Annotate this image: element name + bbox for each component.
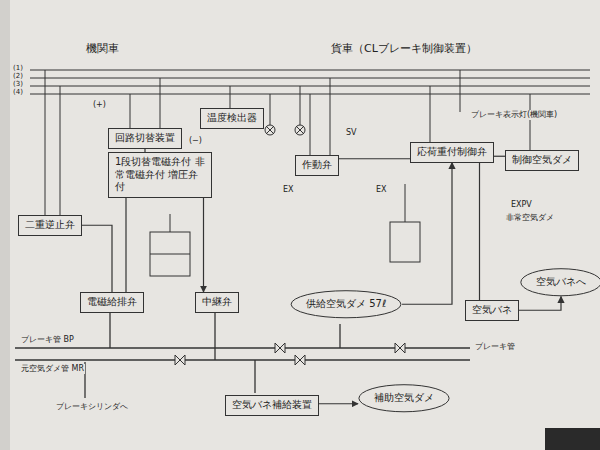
binder-edge: [545, 428, 600, 450]
part-label: ブレーキ表示灯(機関車): [470, 110, 558, 120]
component-box: 温度検出器: [200, 108, 264, 129]
part-label: EX: [282, 185, 295, 195]
component-name: 作動弁: [302, 159, 332, 172]
part-label: (4): [12, 88, 24, 96]
component-box: 回路切替装置: [108, 128, 182, 149]
component-name: 空気バネへ: [536, 276, 586, 289]
reservoir-oval: 空気バネへ: [520, 268, 600, 297]
component-name: 温度検出器: [207, 112, 257, 125]
part-label: 非常空気ダメ: [505, 213, 555, 223]
reservoir-oval: 補助空気ダメ: [358, 384, 450, 413]
component-name: 中継弁: [202, 296, 232, 309]
component-name: 補助空気ダメ: [374, 392, 434, 405]
pipe-connector: [479, 163, 480, 301]
component-box: 電磁給排弁: [80, 292, 144, 313]
reservoir-oval: 供給空気ダメ 57ℓ: [290, 290, 402, 319]
part-label: EXPV: [510, 200, 533, 210]
part-label: ブレーキ管 BP: [20, 335, 75, 345]
part-label: EX: [375, 185, 388, 195]
component-box: 応荷重付制御弁: [410, 142, 494, 163]
component-box: 制御空気ダメ: [505, 150, 579, 171]
component-box: 中継弁: [195, 292, 239, 313]
pipe-connector: [82, 225, 112, 292]
page-margin: [0, 0, 10, 450]
section-heading: 貨車（CLブレーキ制御装置）: [330, 42, 478, 55]
component-box: 1段切替電磁弁付 非常電磁弁付 増圧弁付: [108, 152, 212, 198]
part-label: 元空気ダメ管 MR: [20, 364, 85, 374]
lamp-symbols: [265, 86, 305, 135]
component-box: 空気バネ: [465, 300, 519, 321]
pipe-connector: [319, 403, 358, 404]
component-box: 二重逆止弁: [18, 215, 82, 236]
part-label: SV: [345, 128, 358, 138]
component-name: 電磁給排弁: [87, 296, 137, 309]
cock-valves: [175, 343, 405, 365]
part-label: ブレーキシリンダへ: [55, 402, 129, 412]
section-heading: 機関車: [85, 42, 120, 55]
pipe-connector: [402, 163, 452, 305]
pipe-connector: [203, 198, 204, 293]
signal-wires: [30, 70, 590, 215]
pipe-connector: [519, 297, 561, 311]
component-name: 制御空気ダメ: [512, 154, 572, 167]
pipe-connector: [494, 156, 505, 157]
component-name: 空気バネ補給装置: [232, 399, 312, 412]
component-name: 二重逆止弁: [25, 219, 75, 232]
pipe-connector: [339, 158, 410, 159]
component-name: 空気バネ: [472, 304, 512, 317]
component-name: 1段切替電磁弁付 非常電磁弁付 増圧弁付: [115, 156, 205, 194]
component-name: 回路切替装置: [115, 132, 175, 145]
valve-body: [150, 184, 420, 276]
part-label: (−): [188, 136, 203, 146]
component-box: 空気バネ補給装置: [225, 395, 319, 416]
component-name: 応荷重付制御弁: [417, 146, 487, 159]
pipe-connector: [125, 198, 126, 293]
component-name: 供給空気ダメ 57ℓ: [306, 298, 386, 311]
component-box: 作動弁: [295, 155, 339, 176]
part-label: (+): [92, 100, 107, 110]
part-label: ブレーキ管: [474, 342, 516, 352]
